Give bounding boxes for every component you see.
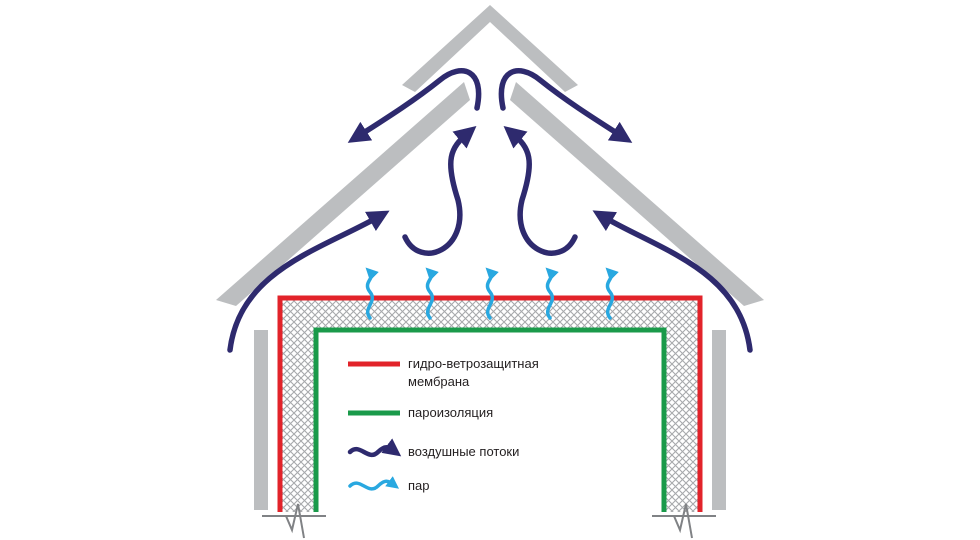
- legend: гидро-ветрозащитная мембрана пароизоляци…: [347, 356, 539, 493]
- air-flow-arrow: [402, 125, 477, 256]
- walls: [254, 295, 726, 512]
- roof-ridge-cap: [402, 5, 578, 92]
- membrane-line: [277, 295, 703, 512]
- air-flow-arrow: [498, 68, 633, 143]
- vapor-arrow: [425, 267, 439, 320]
- vapor-barrier-line: [313, 327, 667, 512]
- air-flow-arrow: [227, 210, 390, 353]
- legend-membrane-label: гидро-ветрозащитная: [408, 356, 539, 371]
- air-flow-arrow: [503, 125, 578, 256]
- vapor-arrow: [365, 267, 379, 320]
- wall-break-marks: [262, 503, 716, 539]
- insulation-layer: [278, 298, 702, 512]
- vapor-arrow: [605, 267, 619, 320]
- air-flow-arrow: [347, 68, 482, 143]
- roof: [216, 5, 764, 306]
- legend-vapor-barrier-label: пароизоляция: [408, 405, 493, 420]
- vapor-arrow: [545, 267, 559, 320]
- air-flow-arrow: [592, 210, 753, 353]
- vapor-arrow: [485, 267, 499, 320]
- legend-air-flow-label: воздушные потоки: [408, 444, 519, 459]
- air-flows: [227, 68, 753, 353]
- wall-cladding-right: [712, 330, 726, 510]
- roof-slope-right: [510, 82, 764, 306]
- wavy-arrow-icon: [348, 476, 400, 491]
- wavy-arrow-icon: [347, 438, 402, 458]
- vapor-flows: [365, 267, 619, 320]
- legend-vapor-label: пар: [408, 478, 430, 493]
- roof-slope-left: [216, 82, 470, 306]
- wall-cladding-left: [254, 330, 268, 510]
- legend-membrane-label-2: мембрана: [408, 374, 470, 389]
